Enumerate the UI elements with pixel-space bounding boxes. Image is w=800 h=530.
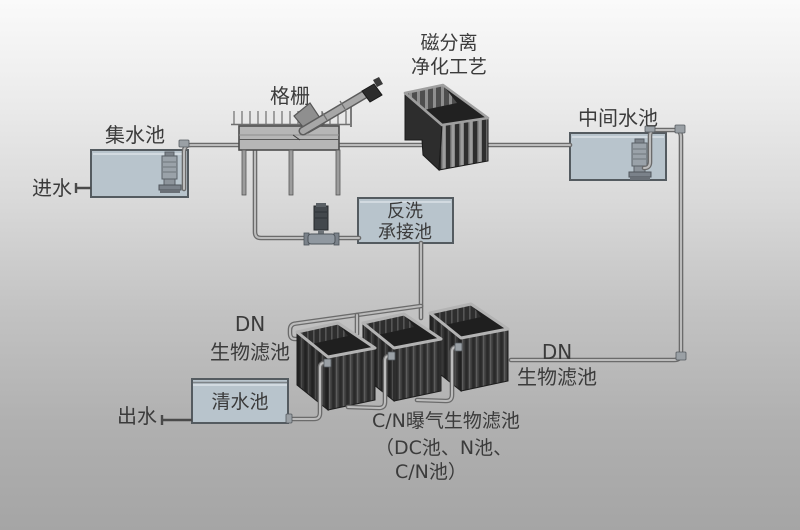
pipe-collar [644,125,656,133]
clean-water-tank [191,378,289,424]
pipe-screen-drain-to-backwash [255,149,359,238]
screen-leg [288,149,294,196]
pipe-collar [675,351,687,361]
backwash-valve [303,203,340,246]
outlet-line [160,415,192,425]
screen-leg [335,149,341,196]
screen-deck [238,125,340,151]
pipe-tank2-to-tank3 [417,342,463,401]
backwash-tank [357,197,454,244]
screen-leg [241,149,247,196]
conveyor-motor [361,83,383,103]
biofilter-tank-3 [428,302,510,393]
inlet-line [74,183,91,193]
bar-screen-unit [231,77,383,196]
pipe-tank1-to-tank2 [348,351,396,408]
pipe-filter-to-clean-tank [285,358,332,424]
pipe-collar [178,139,190,148]
pipe-collar [674,124,686,134]
magnetic-separator-unit [403,83,490,172]
